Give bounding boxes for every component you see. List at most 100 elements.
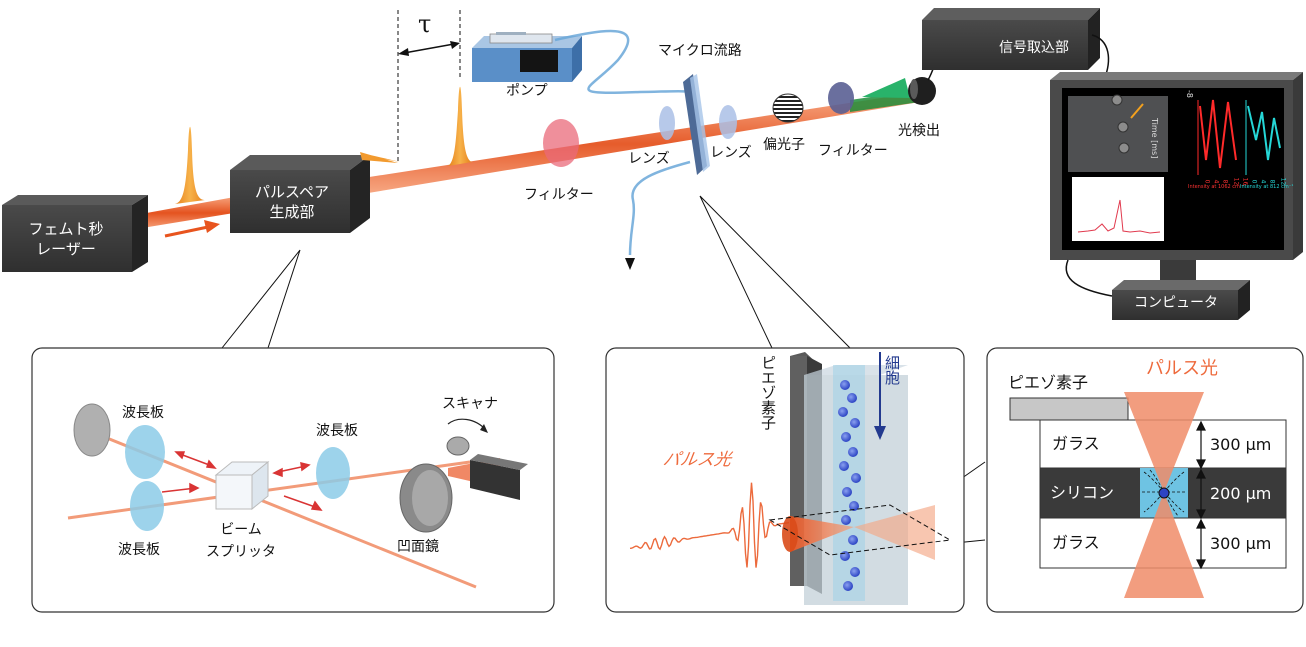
scanner [446, 418, 528, 500]
focus-plane [768, 504, 952, 556]
monitor-time-label: Time [ms] [1150, 118, 1159, 159]
signal-acquisition-unit [922, 8, 1100, 70]
monitor-tick-label: 16 [1241, 177, 1249, 186]
pulse-shaper-label: パルスペア 生成部 [255, 183, 329, 222]
cell-icon [848, 447, 858, 457]
thickness-top-label: 300 μm [1210, 435, 1272, 454]
syringe-pump [472, 32, 582, 82]
beamsplitter-label: ビーム スプリッタ [206, 522, 276, 560]
waveplate-top [125, 425, 165, 479]
cell-icon [838, 407, 848, 417]
waveplate-right [316, 447, 350, 499]
monitor-tick-label: 8 [1268, 179, 1276, 184]
computer-base [1112, 260, 1250, 320]
piezo-plate [1009, 397, 1129, 421]
cell-icon [842, 487, 852, 497]
pulse-light-label: パルス光 [1146, 358, 1218, 379]
tau-label: τ [418, 10, 432, 38]
bandpass-filter [828, 82, 854, 114]
computer-label: コンピュータ [1134, 295, 1218, 311]
waveplate-bottom [130, 481, 164, 531]
pump-label: ポンプ [506, 83, 548, 99]
thickness-arrows [1196, 420, 1206, 570]
silicon-label: シリコン [1050, 483, 1115, 502]
cells-label: 細胞 [883, 355, 901, 385]
cell-icon [850, 567, 860, 577]
single-pulse-icon [175, 126, 205, 204]
lens-right [719, 105, 737, 139]
channel-block [790, 352, 908, 605]
cell-icon [840, 380, 850, 390]
laser-label: フェムト秒 レーザー [28, 220, 104, 259]
polarizer-label: 偏光子 [763, 137, 805, 153]
pulse-light-label-italic: パルス光 [661, 450, 733, 470]
filter2-label: フィルター [818, 143, 888, 159]
monitor-tick-label: 12 [1279, 177, 1287, 186]
glass-top-label: ガラス [1052, 434, 1100, 453]
cell-icon [850, 418, 860, 428]
outlet-arrow-icon [625, 258, 635, 270]
scanner-label: スキャナ [442, 396, 498, 412]
cell-icon [843, 581, 853, 591]
cell-icon [841, 515, 851, 525]
waveplate-top-label: 波長板 [122, 405, 164, 421]
thickness-bottom-label: 300 μm [1210, 534, 1272, 553]
pulse-pair-second-icon [448, 86, 472, 166]
cell-icon [847, 393, 857, 403]
pulse-wave-icon [629, 482, 790, 568]
polarizer [772, 93, 804, 123]
monitor-tick-label: 0 [1203, 179, 1211, 184]
monitor-tick-neg: -8 [1184, 90, 1194, 98]
inset1-red-arrows [161, 451, 323, 511]
femtosecond-laser [2, 195, 148, 272]
lens-left [659, 106, 675, 140]
cell-icon [839, 461, 849, 471]
microfluidic-chip [683, 74, 710, 175]
pulse-pair-generator [230, 155, 370, 233]
monitor-tick-label: 4 [1259, 179, 1267, 184]
monitor-legend-red: Intensity at 1062 cm⁻¹ [1188, 184, 1245, 190]
mirror-left [73, 403, 111, 457]
focused-beam-top [1124, 392, 1204, 492]
focus-cone-out [854, 505, 935, 560]
monitor-tick-label: 0 [1250, 179, 1258, 184]
cell-icon [841, 432, 851, 442]
thickness-mid-label: 200 μm [1210, 484, 1272, 503]
beam-direction-arrow [164, 220, 220, 238]
piezo-label-vertical: ピエゾ素子 [759, 355, 777, 430]
monitor-tick-label: 4 [1212, 179, 1220, 184]
red-filter [543, 119, 579, 167]
lens-right-label: レンズ [710, 145, 752, 161]
filter-label: フィルター [524, 187, 594, 203]
inset-pulse-shaper [31, 347, 555, 613]
pulse-pair-first-icon [360, 152, 400, 163]
focus-cone-in-face [782, 516, 798, 552]
focused-beam-bottom [1124, 492, 1204, 598]
concave-mirror-face [412, 470, 448, 526]
monitor-legend-cyan: Intensity at 812 cm⁻¹ [1240, 184, 1294, 190]
monitor-tick-label: 8 [1221, 179, 1229, 184]
outlet-tube [628, 160, 691, 256]
waveplate-right-label: 波長板 [316, 423, 358, 439]
glass-bottom-label: ガラス [1052, 533, 1100, 552]
focus-cone-in [790, 516, 854, 552]
piezo-label: ピエゾ素子 [1008, 373, 1089, 392]
computer-monitor [1050, 72, 1303, 260]
beamsplitter-cube [214, 460, 270, 511]
cell-icon [849, 501, 859, 511]
inset-microchannel [605, 347, 965, 613]
cells [838, 380, 861, 591]
computer-cable [1065, 259, 1113, 297]
signal-label: 信号取込部 [999, 40, 1069, 56]
focused-cell [1158, 487, 1170, 499]
signal-light-cone [862, 78, 910, 98]
photodetector [908, 77, 936, 105]
cell-flow-arrow-icon [874, 352, 886, 440]
waveplate-bottom-label: 波長板 [118, 542, 160, 558]
delay-tau-marker [397, 10, 461, 162]
concave-mirror-label: 凹面鏡 [397, 539, 439, 555]
monitor-tick-label: 12 [1232, 177, 1240, 186]
cell-icon [851, 473, 861, 483]
inlet-tube [554, 29, 696, 95]
